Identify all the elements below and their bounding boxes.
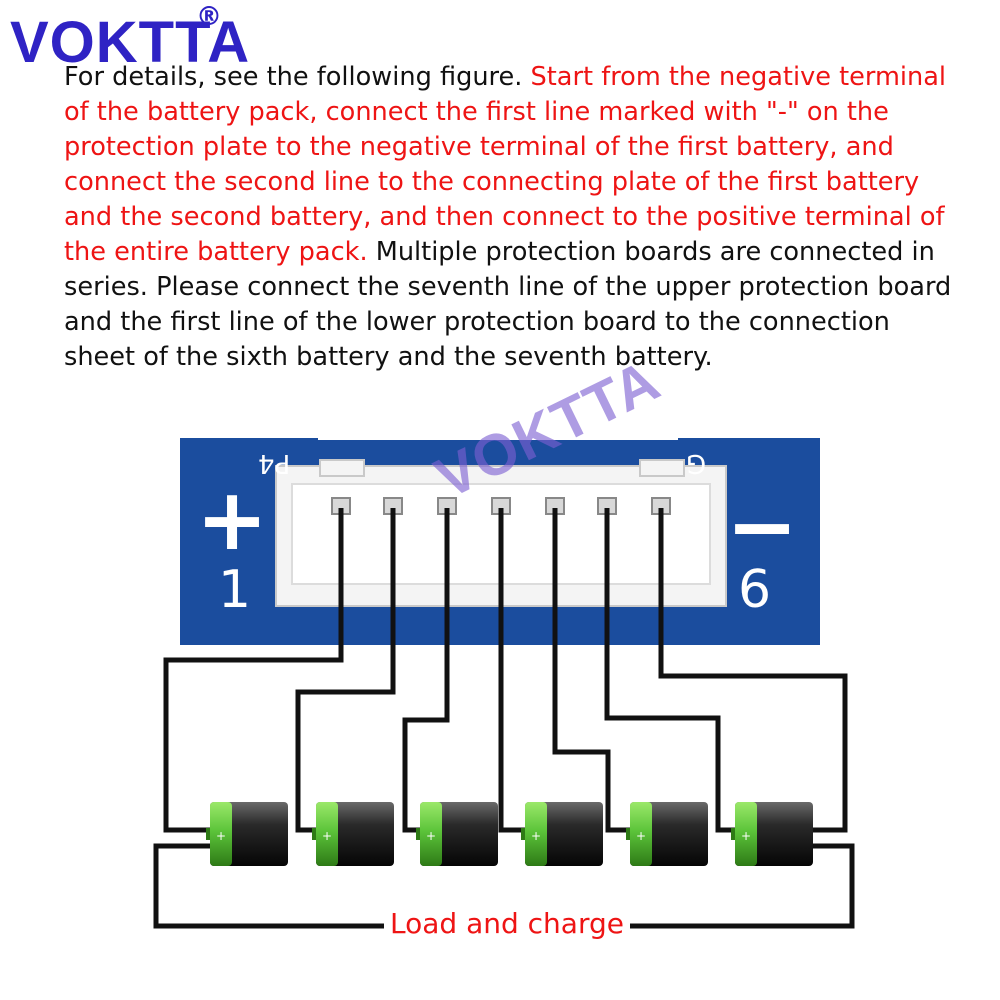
load-wire-negative [153,843,384,929]
wire-2 [295,508,396,833]
battery: + [521,802,603,866]
wires [153,508,855,929]
battery: + [312,802,394,866]
highlight-text: Start from the negative terminal of the … [64,62,947,267]
board-top-notch [318,430,678,440]
board-silkscreen-left: P4 [258,448,291,478]
wire-1 [163,508,344,833]
svg-text:+: + [322,829,332,843]
load-wire-positive [620,843,855,929]
rest-text: Multiple protection boards are connected… [64,237,952,372]
wire-6 [604,508,735,833]
battery: + [626,802,708,866]
wire-3 [402,508,450,833]
board-number-1: 1 [218,560,252,620]
connector-housing [275,459,727,607]
board-plus-label: + [196,470,269,570]
svg-text:+: + [741,829,751,843]
battery: + [206,802,288,866]
instructions-paragraph: For details, see the following figure. S… [64,60,964,375]
wire-7 [658,508,848,833]
registered-mark: ® [196,2,222,32]
brand-logo: VOKTTA [10,10,251,75]
battery: + [416,802,498,866]
connector-pins [331,497,671,515]
battery: + [731,802,813,866]
svg-text:+: + [426,829,436,843]
wire-5 [552,508,630,833]
svg-text:+: + [216,829,226,843]
board-number-6: 6 [738,560,772,620]
board-minus-label: − [726,477,799,577]
wire-4 [498,508,525,833]
board-silkscreen-right: G [686,448,707,478]
load-and-charge-label: Load and charge [384,904,630,944]
svg-text:+: + [636,829,646,843]
svg-text:+: + [531,829,541,843]
intro-text: For details, see the following figure. [64,62,531,92]
